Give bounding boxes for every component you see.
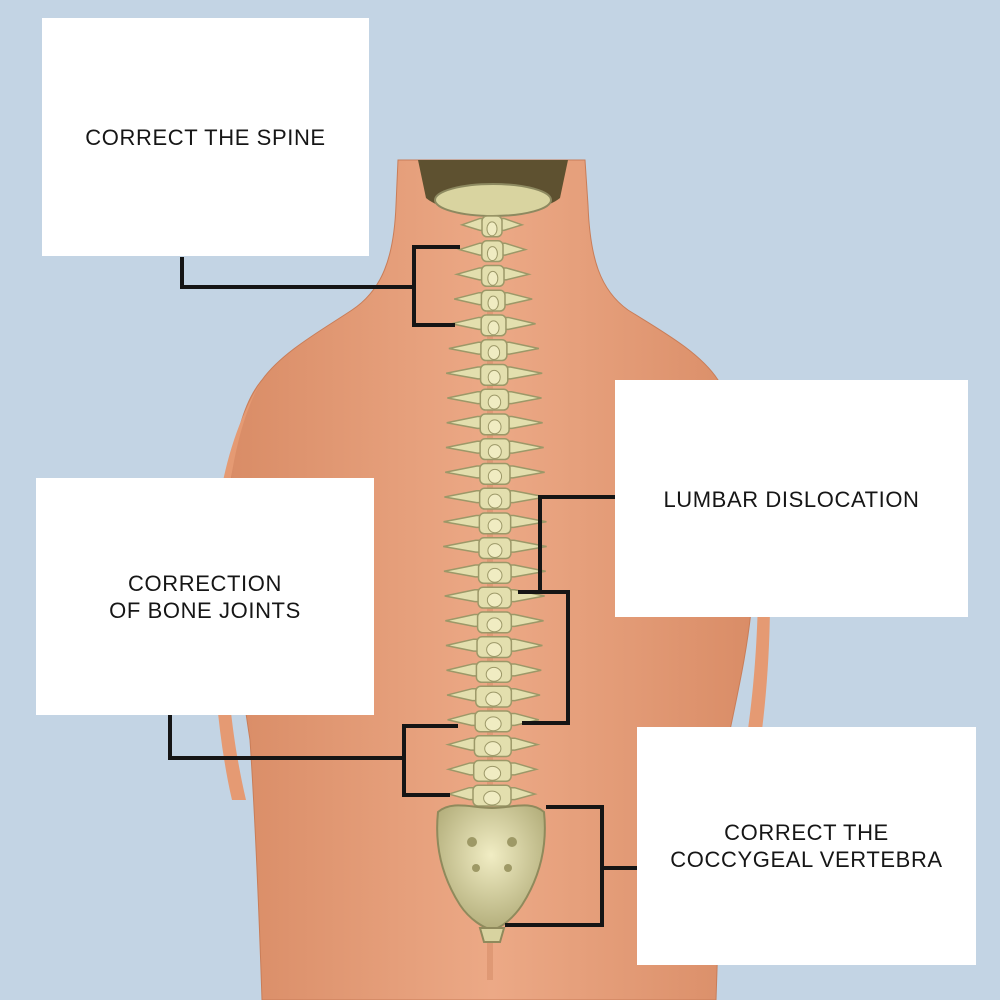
- vertebra: [445, 635, 543, 659]
- callout-line: CORRECTION: [128, 570, 282, 596]
- vertebra: [446, 685, 541, 708]
- vertebra: [445, 734, 541, 758]
- vertebra: [453, 264, 532, 288]
- leader-line-joints-bracket: [402, 724, 458, 797]
- leader-lines: [168, 245, 637, 927]
- sacral-foramen: [504, 864, 512, 872]
- vertebra: [445, 462, 545, 486]
- vertebra: [445, 759, 540, 783]
- callout-correction-of-bone-joints: CORRECTION OF BONE JOINTS: [36, 478, 374, 715]
- leader-line-spine: [180, 257, 414, 289]
- spinous-process: [485, 691, 502, 707]
- spinous-process: [487, 320, 500, 336]
- sacral-foramen: [467, 837, 477, 847]
- spinous-process: [487, 543, 503, 559]
- callout-label: LUMBAR DISLOCATION: [663, 486, 919, 513]
- spinous-process: [485, 666, 503, 682]
- coccyx-bone: [478, 927, 506, 943]
- spinous-process: [487, 468, 503, 484]
- spinous-process: [484, 741, 502, 757]
- leader-line-spine-bracket: [412, 245, 460, 327]
- vertebra: [444, 487, 546, 510]
- sacrum-bone: [436, 804, 546, 932]
- vertebra: [446, 413, 543, 436]
- spinous-process: [486, 617, 503, 633]
- callout-line: OF BONE JOINTS: [109, 597, 301, 623]
- vertebra: [446, 363, 543, 387]
- callout-label: CORRECT THE SPINE: [85, 124, 325, 151]
- spinous-process: [487, 567, 503, 583]
- callout-label: CORRECT THE COCCYGEAL VERTEBRA: [670, 819, 942, 873]
- leader-line-joints: [168, 715, 404, 760]
- callout-correct-coccygeal-vertebra: CORRECT THE COCCYGEAL VERTEBRA: [637, 727, 976, 965]
- callout-line: CORRECT THE SPINE: [85, 125, 326, 150]
- spinous-process: [487, 493, 503, 509]
- vertebra: [454, 289, 533, 312]
- spinous-process: [487, 444, 502, 460]
- spinous-process: [484, 716, 502, 732]
- vertebra: [446, 660, 542, 684]
- sacrum: [436, 804, 546, 943]
- occipital-bone: [434, 183, 552, 217]
- vertebra: [445, 437, 544, 461]
- callout-line: COCCYGEAL VERTEBRA: [670, 847, 943, 872]
- vertebra: [451, 314, 536, 337]
- spinous-process: [487, 345, 501, 361]
- spinous-process: [487, 270, 499, 286]
- vertebral-column: [443, 215, 547, 807]
- vertebra: [443, 561, 546, 585]
- vertebra: [447, 388, 542, 411]
- spinous-process: [486, 592, 503, 608]
- spinous-process: [487, 518, 503, 534]
- vertebra: [443, 512, 547, 535]
- spinous-process: [487, 394, 502, 410]
- vertebra: [456, 239, 529, 263]
- spinous-process: [486, 246, 498, 262]
- skull-base: [418, 160, 568, 217]
- spinous-process: [487, 369, 501, 385]
- spinous-process: [487, 295, 499, 311]
- vertebra: [447, 710, 539, 733]
- spinous-process: [486, 221, 498, 237]
- leader-line-lumbar: [522, 495, 615, 725]
- vertebra: [446, 784, 538, 807]
- vertebra: [448, 338, 540, 362]
- spinous-process: [486, 642, 503, 658]
- callout-line: CORRECT THE: [724, 820, 889, 845]
- spinous-process: [483, 790, 501, 806]
- callout-line: LUMBAR DISLOCATION: [663, 487, 920, 512]
- callout-lumbar-dislocation: LUMBAR DISLOCATION: [615, 380, 968, 617]
- sacral-foramen: [472, 864, 480, 872]
- spinous-process: [483, 765, 502, 781]
- spinous-process: [487, 419, 502, 435]
- sacral-foramen: [507, 837, 517, 847]
- vertebra: [459, 215, 525, 238]
- callout-label: CORRECTION OF BONE JOINTS: [109, 570, 301, 624]
- vertebra: [445, 611, 544, 634]
- callout-correct-the-spine: CORRECT THE SPINE: [42, 18, 369, 256]
- vertebra: [443, 536, 547, 560]
